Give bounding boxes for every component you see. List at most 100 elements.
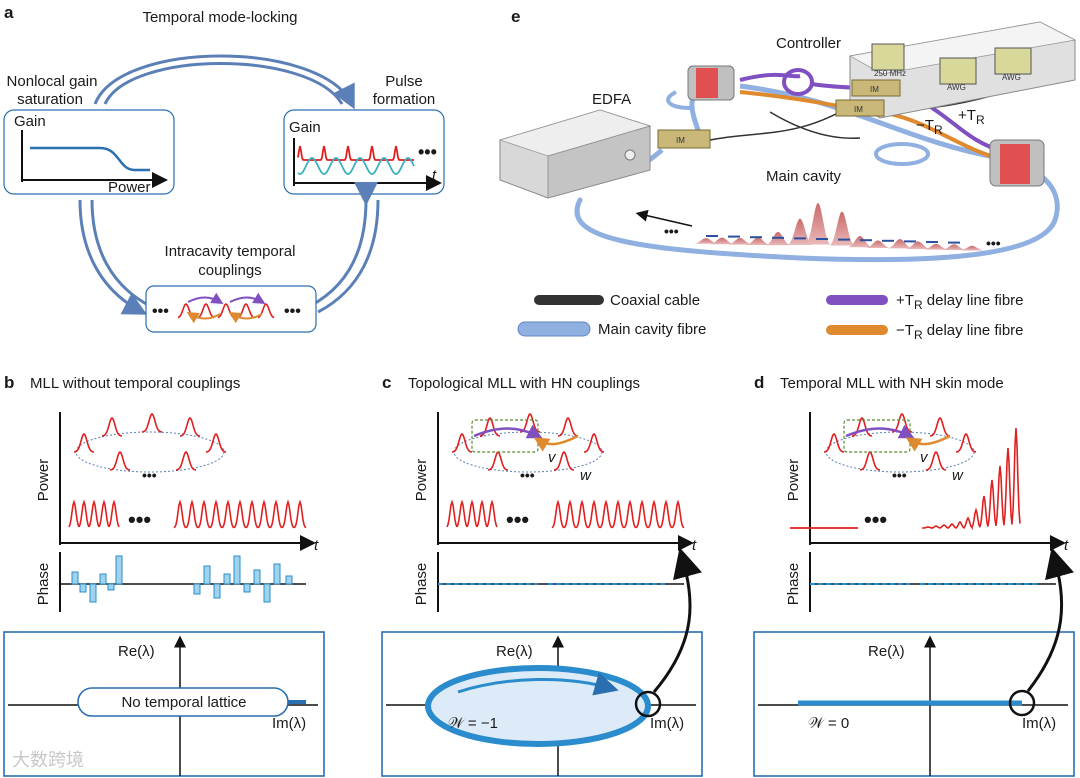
panel-c-title: Topological MLL with HN couplings xyxy=(408,375,640,392)
im-label-1: IM xyxy=(676,136,685,145)
cavity-pulse-12 xyxy=(906,241,930,249)
skin-to-pulse-arrow xyxy=(1026,547,1074,692)
skin-mode-pulses xyxy=(922,427,1021,530)
im-modulator-1 xyxy=(657,129,711,149)
hn-orange-arrow xyxy=(905,434,951,452)
pulse-train xyxy=(68,499,307,529)
phase-bar-6 xyxy=(115,555,123,585)
winding-direction-arrow xyxy=(457,672,619,696)
phase-bar-1 xyxy=(71,571,79,585)
couplings-arrow-right-down xyxy=(309,181,379,308)
pulse-box-xlabel: t xyxy=(432,167,437,184)
panel-e-letter: e xyxy=(511,7,520,26)
ring-pulse-6 xyxy=(109,450,131,471)
re-label: Re(λ) xyxy=(496,643,533,660)
ring-pulse-6 xyxy=(487,450,509,471)
hn-orange-arrow xyxy=(533,434,579,452)
ring-pulse-2 xyxy=(479,416,501,437)
t-axis-label: t xyxy=(314,537,319,554)
ring-pulse-1 xyxy=(823,432,845,453)
t-axis-label: t xyxy=(1064,537,1069,554)
cavity-pulse-10 xyxy=(866,240,890,248)
coupler-left-red xyxy=(696,68,718,98)
re-label: Re(λ) xyxy=(118,643,155,660)
pulse-formation-label-1: Pulse xyxy=(385,73,423,90)
ring-pulse-1 xyxy=(73,432,95,453)
panel-b-letter: b xyxy=(4,373,14,392)
fibre-coupler-to-coupler xyxy=(739,83,1001,161)
t-axis-label: t xyxy=(692,537,697,554)
ring-ellipsis: ••• xyxy=(520,467,535,483)
panel-a: a Temporal mode-locking Nonlocal gain sa… xyxy=(3,3,445,333)
power-label: Power xyxy=(35,459,52,502)
phase-bar-16 xyxy=(285,575,293,585)
power-ellipsis: ••• xyxy=(506,507,529,532)
cavity-pulse-1 xyxy=(694,238,718,244)
minus-tr-label: −TR xyxy=(916,117,943,137)
winding-label: 𝒲 = −1 xyxy=(448,715,498,732)
couplings-ellipsis-right: ••• xyxy=(284,303,301,320)
pulse-ring-ellipse xyxy=(75,431,225,473)
gain-saturation-label-2: saturation xyxy=(17,91,83,108)
ring-pulse-7 xyxy=(925,450,947,471)
gain-box-ylabel: Gain xyxy=(14,113,46,130)
cavity-ellipsis-left: ••• xyxy=(664,223,679,239)
winding-label: 𝒲 = 0 xyxy=(808,715,849,732)
pulse-train xyxy=(446,499,685,529)
ring-pulse-5 xyxy=(955,432,977,453)
legend-main-fibre-label: Main cavity fibre xyxy=(598,321,706,338)
panel-d-letter: d xyxy=(754,373,764,392)
im-label: Im(λ) xyxy=(272,715,306,732)
cavity-pulse-11 xyxy=(888,239,912,249)
mode-locking-title: Temporal mode-locking xyxy=(142,9,297,26)
couplings-orange-arrow-1 xyxy=(186,311,221,324)
phase-bar-11 xyxy=(233,555,241,585)
phase-bar-13 xyxy=(253,569,261,585)
legend-minus-delay-label: −TR delay line fibre xyxy=(896,322,1024,342)
coax-cable-3 xyxy=(769,111,861,139)
panel-e: e EDFA Controller 250 MHz AWG AWG xyxy=(498,7,1077,342)
cavity-pulse-13 xyxy=(924,243,948,250)
panel-c-letter: c xyxy=(382,373,391,392)
im-label-3: IM xyxy=(854,105,863,114)
cavity-pulse-4 xyxy=(746,237,770,245)
ring-pulse-7 xyxy=(175,450,197,471)
edge-to-pulse-arrow xyxy=(652,547,702,693)
couplings-purple-arrow-1 xyxy=(187,292,224,305)
pulse-box-ellipsis: ••• xyxy=(418,142,437,162)
ring-pulse-4 xyxy=(179,416,201,437)
fibre-left-loop xyxy=(666,90,691,110)
panel-d-title: Temporal MLL with NH skin mode xyxy=(780,375,1004,392)
pulse-box-ylabel: Gain xyxy=(289,119,321,136)
phase-bar-3 xyxy=(89,583,97,603)
panel-a-letter: a xyxy=(4,3,14,22)
cavity-pulse-2 xyxy=(710,237,734,245)
phase-bar-7 xyxy=(193,583,201,595)
controller-label: Controller xyxy=(776,35,841,52)
edfa-label: EDFA xyxy=(592,91,631,108)
im-modulator-2 xyxy=(851,79,901,97)
mode-locking-arrow-inner xyxy=(103,62,344,105)
cavity-pulse-14 xyxy=(942,244,966,250)
couplings-arrow-right-up xyxy=(317,199,380,314)
phase-label: Phase xyxy=(35,563,52,606)
w-label: w xyxy=(952,467,964,484)
ring-pulse-3 xyxy=(141,412,163,433)
cavity-pulse-train xyxy=(694,202,984,251)
coupler-right-red xyxy=(1000,144,1030,184)
legend-main-fibre-swatch xyxy=(517,321,591,337)
im-modulator-3 xyxy=(835,99,885,117)
im-label: Im(λ) xyxy=(1022,715,1056,732)
couplings-arrow-left-up xyxy=(90,199,151,308)
phase-bar-10 xyxy=(223,573,231,585)
controller-top xyxy=(848,21,1077,75)
w-label: w xyxy=(580,467,592,484)
ring-pulse-7 xyxy=(553,450,575,471)
legend-coax-label: Coaxial cable xyxy=(610,292,700,309)
edfa-front xyxy=(547,125,651,199)
hn-purple-arrow xyxy=(473,424,543,439)
ring-pulse-2 xyxy=(101,416,123,437)
